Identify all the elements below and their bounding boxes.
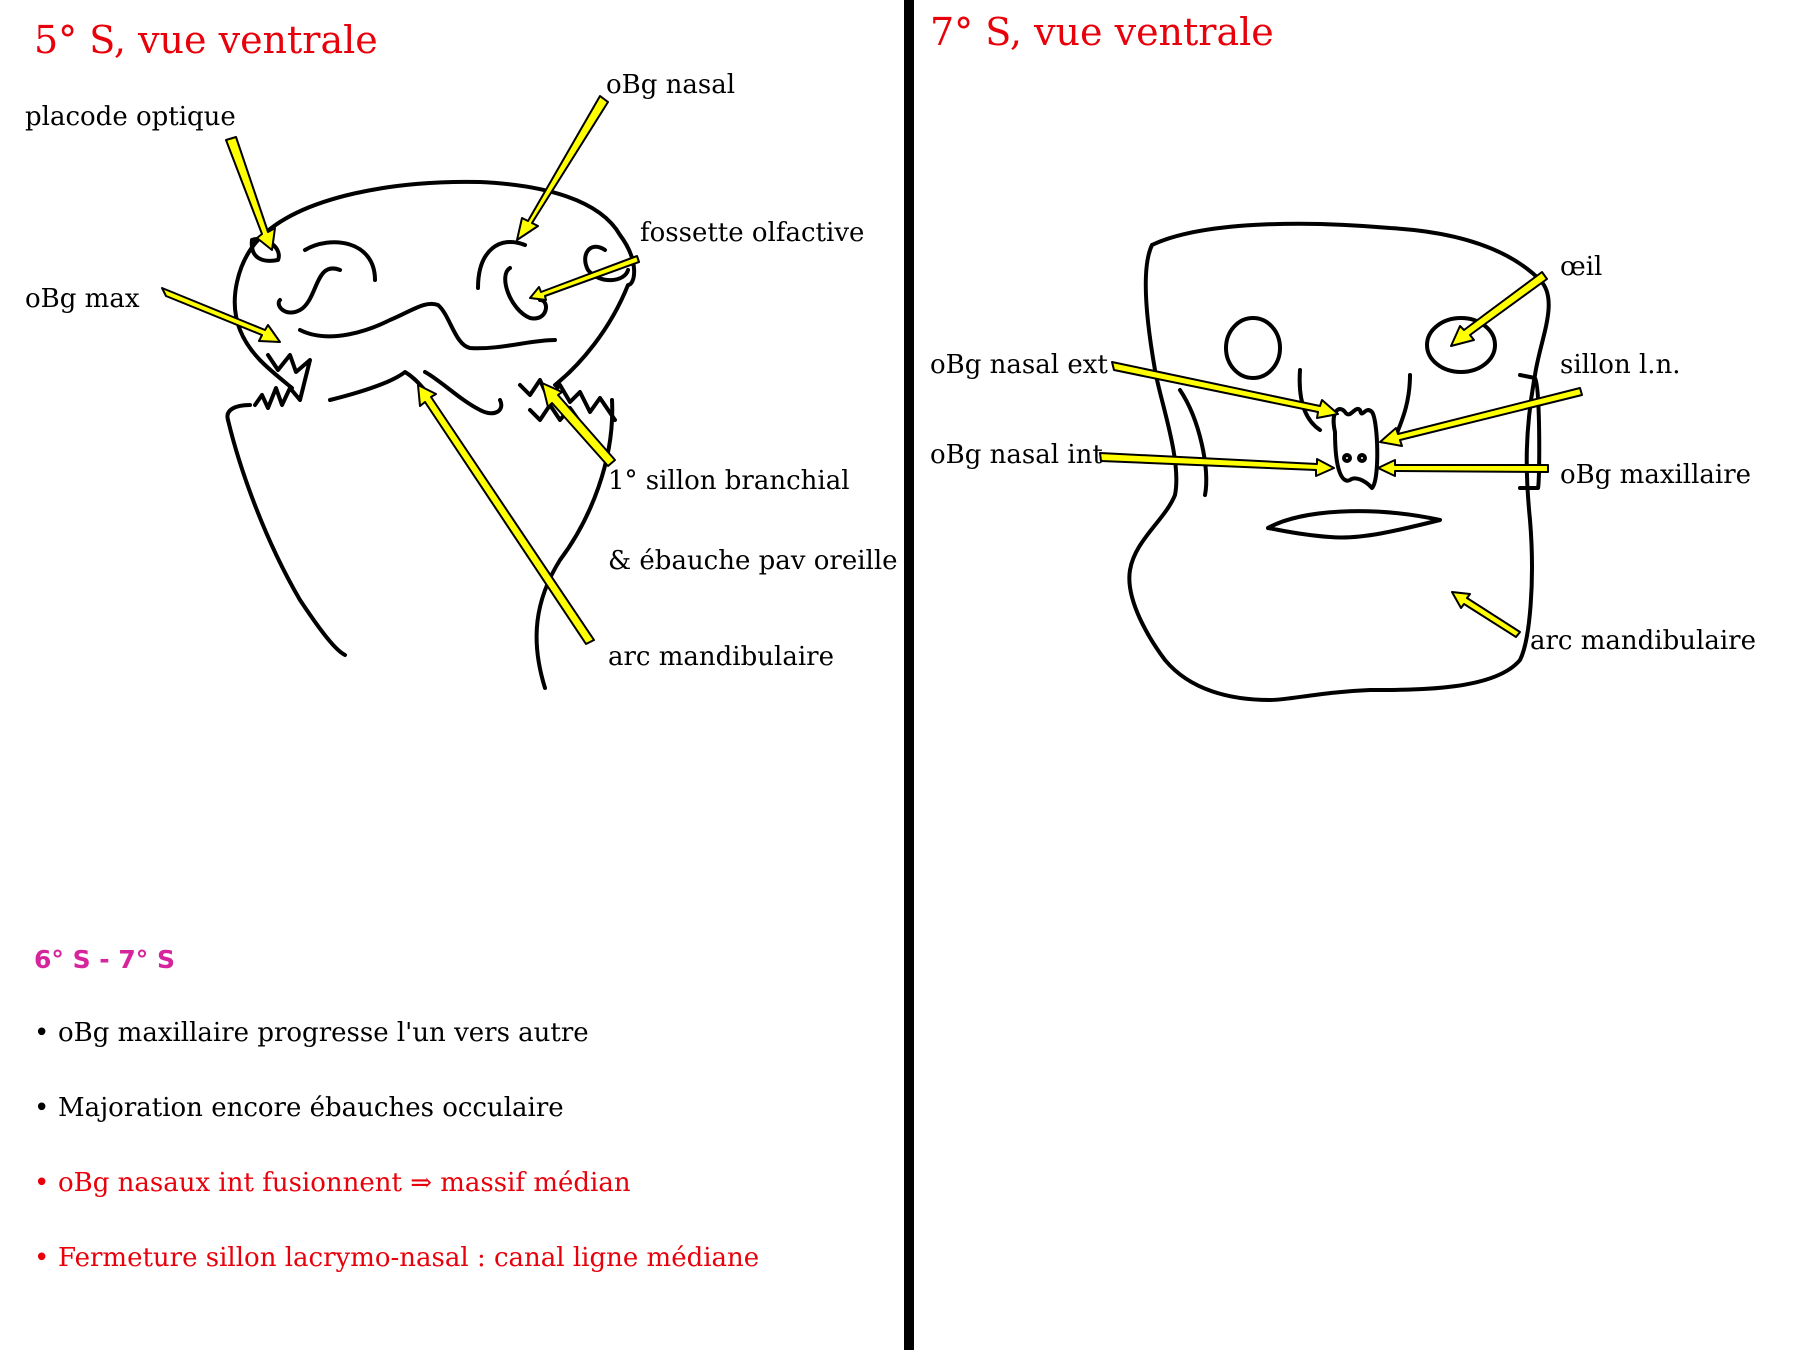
- arrow-arc-mandibulaire-right: [1451, 591, 1521, 638]
- notes-item: • oBg nasaux int fusionnent ⇒ massif médi…: [34, 1168, 759, 1243]
- label-oeil: œil: [1560, 252, 1603, 282]
- bullet-icon: •: [34, 1168, 50, 1198]
- label-sillon-ln: sillon l.n.: [1560, 350, 1681, 380]
- notes-list: • oBg maxillaire progresse l'un vers autr…: [34, 1018, 759, 1318]
- notes-heading: 6° S - 7° S: [34, 945, 175, 974]
- notes-item-text: Fermeture sillon lacrymo-nasal : canal l…: [58, 1243, 760, 1273]
- arrow-group: [161, 95, 1583, 645]
- label-obg-nasal-int: oBg nasal int: [930, 440, 1103, 470]
- arrow-sillon-branchial: [541, 382, 616, 467]
- notes-item: • Majoration encore ébauches occulaire: [34, 1093, 759, 1168]
- label-ebauche-oreille: & ébauche pav oreille: [608, 546, 898, 576]
- label-placode-optique: placode optique: [25, 102, 236, 132]
- arrow-obg-nasal-int: [1099, 452, 1335, 477]
- label-arc-mandibulaire: arc mandibulaire: [608, 642, 834, 672]
- label-arc-mandibulaire-right: arc mandibulaire: [1530, 626, 1756, 656]
- arrow-obg-maxillaire: [1377, 459, 1549, 477]
- notes-item-text: Majoration encore ébauches occulaire: [58, 1093, 564, 1123]
- arrow-obg-nasal-ext: [1111, 361, 1339, 419]
- label-fossette-olfactive: fossette olfactive: [640, 218, 865, 248]
- arrow-obg-max: [161, 287, 281, 343]
- label-obg-nasal-ext: oBg nasal ext: [930, 350, 1108, 380]
- bullet-icon: •: [34, 1243, 50, 1273]
- right-panel-title: 7° S, vue ventrale: [930, 10, 1274, 54]
- arrow-placode-optique: [225, 136, 276, 251]
- label-obg-maxillaire: oBg maxillaire: [1560, 460, 1752, 490]
- label-obg-max: oBg max: [25, 284, 140, 314]
- bullet-icon: •: [34, 1018, 50, 1048]
- notes-item-text: oBg nasaux int fusionnent ⇒ massif média…: [58, 1168, 631, 1198]
- panel-divider: [904, 0, 914, 1350]
- left-panel-title: 5° S, vue ventrale: [34, 18, 378, 62]
- arrow-sillon-ln: [1379, 387, 1583, 447]
- notes-item: • oBg maxillaire progresse l'un vers autr…: [34, 1018, 759, 1093]
- arrow-obg-nasal: [516, 95, 609, 241]
- arrow-fossette-olfactive: [529, 255, 640, 301]
- label-obg-nasal: oBg nasal: [606, 70, 736, 100]
- bullet-icon: •: [34, 1093, 50, 1123]
- arrow-oeil: [1450, 271, 1548, 347]
- notes-item-text: oBg maxillaire progresse l'un vers autre: [58, 1018, 589, 1048]
- arrow-arc-mandibulaire: [417, 384, 595, 645]
- notes-item: • Fermeture sillon lacrymo-nasal : canal …: [34, 1243, 759, 1318]
- label-sillon-branchial: 1° sillon branchial: [608, 466, 850, 496]
